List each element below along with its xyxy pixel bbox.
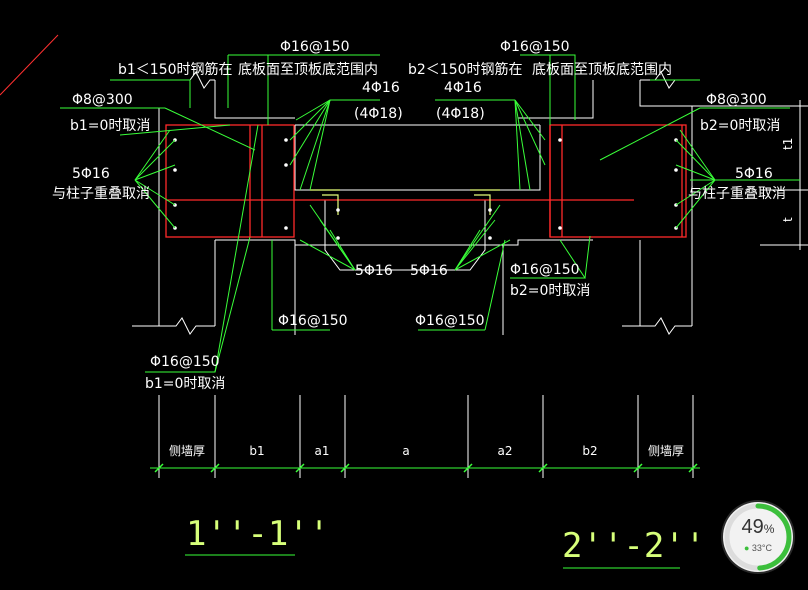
gauge-percent: 49%: [741, 516, 775, 538]
note-phi16-150-bottom-left: Φ16@150: [278, 313, 348, 329]
leaf-icon: ●: [743, 543, 750, 553]
note-b2-lt150: b2＜150时钢筋在: [408, 61, 523, 78]
note-5phi16-left: 5Φ16: [72, 166, 110, 182]
note-bottom-to-top-right: 底板面至顶板底范围内: [532, 61, 672, 78]
rebar-outline: [165, 124, 687, 238]
dim-t1-label: t1: [781, 138, 795, 150]
note-phi16-150-low-left: Φ16@150: [150, 354, 220, 370]
gauge-temperature: ● 33°C: [743, 543, 773, 553]
dim-label: 侧墙厚: [169, 444, 205, 458]
note-5phi16-right: 5Φ16: [735, 166, 773, 182]
note-overlap-cancel-left: 与柱子重叠取消: [52, 186, 150, 202]
note-4phi18-right: (4Φ18): [436, 106, 485, 122]
note-phi16-150-top-right: Φ16@150: [500, 39, 570, 55]
note-4phi18-left: (4Φ18): [354, 106, 403, 122]
dim-label: a2: [498, 444, 513, 458]
dim-label: b1: [249, 444, 264, 458]
note-phi8-300-right: Φ8@300: [706, 92, 767, 108]
dim-t-label: t: [781, 217, 795, 222]
dim-label: b2: [582, 444, 597, 458]
rebar-dots: [173, 138, 678, 240]
note-b1-lt150: b1＜150时钢筋在: [118, 61, 233, 78]
note-4phi16-left: 4Φ16: [362, 80, 400, 96]
note-b2-zero-cancel-top: b2=0时取消: [700, 118, 780, 134]
dim-label: a: [402, 444, 409, 458]
gauge-ring: [724, 503, 792, 571]
note-b2-zero-cancel-mid: b2=0时取消: [510, 283, 590, 299]
note-4phi16-right: 4Φ16: [444, 80, 482, 96]
note-5phi16-mid-right: 5Φ16: [410, 263, 448, 279]
note-overlap-cancel-right: 与柱子重叠取消: [688, 186, 786, 202]
note-5phi16-mid-left: 5Φ16: [355, 263, 393, 279]
note-phi8-300-left: Φ8@300: [72, 92, 133, 108]
leader-lines: [60, 54, 800, 373]
dim-label: a1: [315, 444, 330, 458]
dim-label: 侧墙厚: [648, 444, 684, 458]
annotation-labels: Φ16@150 b1＜150时钢筋在 底板面至顶板底范围内 Φ16@150 b2…: [52, 39, 795, 392]
note-b1-zero-cancel-top: b1=0时取消: [70, 118, 150, 134]
note-phi16-150-mid-right: Φ16@150: [510, 262, 580, 278]
dimension-chain: [150, 395, 700, 478]
section-title-left: 1''-1'': [186, 514, 329, 554]
note-bottom-to-top-left: 底板面至顶板底范围内: [238, 61, 378, 78]
note-b1-zero-cancel-low: b1=0时取消: [145, 376, 225, 392]
note-phi16-150-top-left: Φ16@150: [280, 39, 350, 55]
note-phi16-150-bottom-right: Φ16@150: [415, 313, 485, 329]
section-title-right: 2''-2'': [562, 526, 705, 566]
performance-gauge-widget[interactable]: 49% ● 33°C: [723, 502, 793, 572]
dimension-labels: 侧墙厚 b1 a1 a a2 b2 侧墙厚: [169, 444, 684, 458]
stray-line: [0, 34, 59, 96]
